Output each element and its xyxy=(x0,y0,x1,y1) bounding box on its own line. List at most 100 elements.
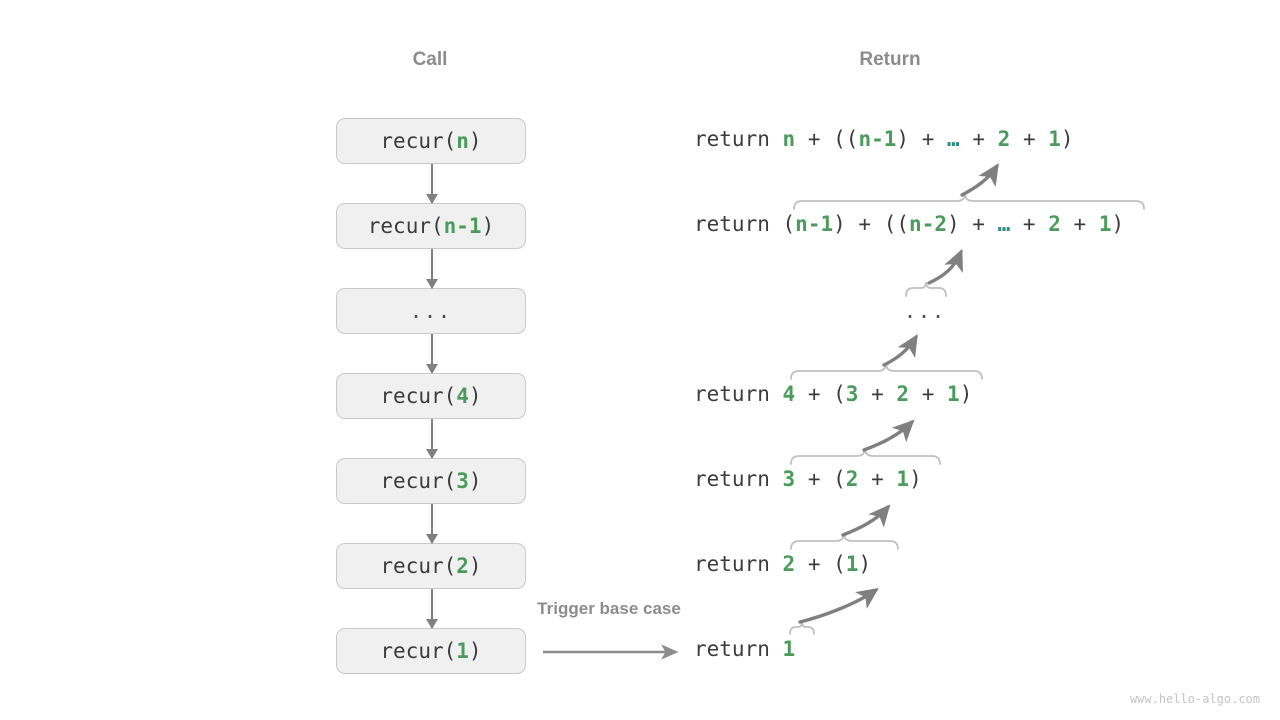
token-paren: ) xyxy=(858,552,872,576)
return-line-return-3: return 3 + (2 + 1) xyxy=(694,469,922,490)
return-line-return-1: return 1 xyxy=(694,639,795,660)
call-label-suffix: ) xyxy=(468,469,482,493)
token-space xyxy=(858,467,871,491)
call-arrow-4 xyxy=(431,419,433,458)
token-paren: ( xyxy=(833,382,846,406)
token-value: n-2 xyxy=(909,212,947,236)
token-operator: + xyxy=(1022,127,1036,151)
token-operator: + xyxy=(807,467,821,491)
token-value: n-1 xyxy=(795,212,834,236)
call-label-arg: 2 xyxy=(456,554,469,578)
call-label-suffix: ) xyxy=(468,129,482,153)
token-operator: + xyxy=(1073,212,1087,236)
call-arrow-1 xyxy=(431,164,433,203)
token-space xyxy=(960,127,973,151)
token-operator: + xyxy=(858,212,872,236)
return-expression: 1 xyxy=(783,637,796,661)
token-space xyxy=(820,382,833,406)
token-operator: + xyxy=(871,467,884,491)
call-label-arg: 4 xyxy=(456,384,469,408)
token-operator: + xyxy=(871,382,884,406)
token-value: 1 xyxy=(896,467,910,491)
return-keyword: return xyxy=(694,552,783,576)
return-line-return-2: return 2 + (1) xyxy=(694,554,871,575)
call-arrow-3 xyxy=(431,334,433,373)
token-space xyxy=(884,467,897,491)
token-operator: + xyxy=(807,552,821,576)
return-keyword: return xyxy=(694,382,783,406)
token-value: 2 xyxy=(845,467,859,491)
arrow-return-1-to-2 xyxy=(798,588,879,624)
token-value: 1 xyxy=(782,637,796,661)
return-expression: (n-1) + ((n-2) + … + 2 + 1) xyxy=(783,212,1125,236)
token-space xyxy=(934,127,947,151)
token-value: 2 xyxy=(1048,212,1061,236)
token-value: 1 xyxy=(845,552,859,576)
return-line-return-n-1: return (n-1) + ((n-2) + … + 2 + 1) xyxy=(694,214,1124,235)
token-space xyxy=(795,552,808,576)
brace-return-2 xyxy=(790,532,899,550)
token-space xyxy=(795,467,808,491)
token-value: 2 xyxy=(896,382,910,406)
brace-return-1 xyxy=(789,621,815,635)
call-box-recur-dots: ... xyxy=(336,288,526,334)
return-expression: 3 + (2 + 1) xyxy=(783,467,922,491)
token-space xyxy=(884,382,897,406)
token-paren: ) xyxy=(1111,212,1125,236)
arrow-return-3-to-4 xyxy=(862,419,915,452)
token-operator: + xyxy=(972,127,985,151)
token-operator: + xyxy=(921,382,935,406)
call-box-recur-2: recur(2) xyxy=(336,543,526,589)
call-label-suffix: ) xyxy=(468,639,482,663)
token-value: n-1 xyxy=(858,127,897,151)
trigger-base-case-label: Trigger base case xyxy=(537,599,681,618)
return-keyword: return xyxy=(694,637,783,661)
token-space xyxy=(1086,212,1099,236)
call-label-arg: 3 xyxy=(456,469,469,493)
token-paren: ) xyxy=(896,127,910,151)
call-label-arg: n-1 xyxy=(443,214,482,238)
token-value: 3 xyxy=(782,467,796,491)
call-box-recur-n-1: recur(n-1) xyxy=(336,203,526,249)
token-value: 1 xyxy=(947,382,960,406)
call-box-recur-4: recur(4) xyxy=(336,373,526,419)
token-space xyxy=(909,127,922,151)
token-space xyxy=(846,212,859,236)
token-paren: ) xyxy=(959,382,973,406)
token-space xyxy=(820,552,833,576)
return-keyword: return xyxy=(694,127,783,151)
token-space xyxy=(1036,212,1049,236)
arrow-return-2-to-3 xyxy=(841,504,891,537)
return-line-return-n: return n + ((n-1) + … + 2 + 1) xyxy=(694,129,1074,150)
token-paren: ) xyxy=(946,212,960,236)
call-label-arg: n xyxy=(456,129,469,153)
call-label-prefix: recur( xyxy=(367,214,444,238)
return-expression: 4 + (3 + 2 + 1) xyxy=(783,382,973,406)
token-space xyxy=(960,212,973,236)
call-arrow-5 xyxy=(431,504,433,543)
token-space xyxy=(1061,212,1074,236)
call-label-prefix: recur( xyxy=(380,129,457,153)
brace-return-3 xyxy=(790,447,941,465)
token-operator: + xyxy=(921,127,935,151)
call-label-arg: 1 xyxy=(456,639,469,663)
return-expression: n + ((n-1) + … + 2 + 1) xyxy=(783,127,1074,151)
column-heading-return: Return xyxy=(859,49,921,70)
call-box-ellipsis-text: ... xyxy=(409,299,453,323)
token-space xyxy=(795,382,808,406)
token-space xyxy=(820,127,833,151)
call-label-prefix: recur( xyxy=(380,469,457,493)
arrow-return-4-to-ellipsis xyxy=(882,334,918,367)
token-operator: + xyxy=(1022,212,1036,236)
return-line-return-4: return 4 + (3 + 2 + 1) xyxy=(694,384,972,405)
call-label-prefix: recur( xyxy=(380,639,457,663)
token-space xyxy=(934,382,947,406)
watermark: www.hello-algo.com xyxy=(1129,692,1260,706)
call-arrow-2 xyxy=(431,249,433,288)
brace-return-4 xyxy=(790,362,983,380)
token-paren: ) xyxy=(833,212,846,236)
token-operator: + xyxy=(807,382,821,406)
brace-return-n-1 xyxy=(793,192,1145,210)
token-paren: ( xyxy=(833,552,846,576)
